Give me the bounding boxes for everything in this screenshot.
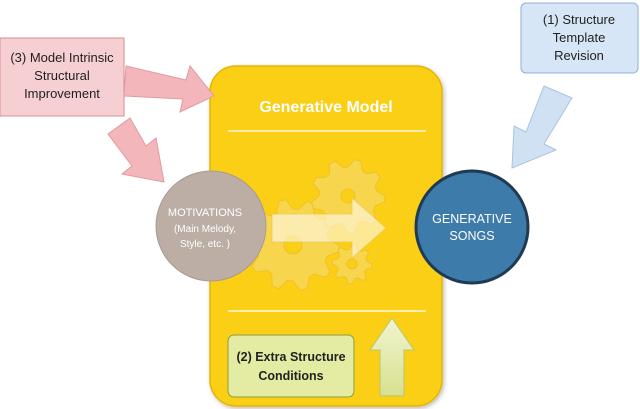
structure-template-line-2: Template <box>553 30 606 45</box>
arrow-up-icon <box>369 317 415 397</box>
model-intrinsic-line-1: (3) Model Intrinsic <box>10 50 114 65</box>
arrow-right-icon <box>271 196 387 260</box>
extra-conditions-line-1: (2) Extra Structure <box>236 350 345 364</box>
model-intrinsic-line-2: Structural <box>34 68 90 83</box>
arrow-right-icon <box>123 64 215 113</box>
generative-songs-circle <box>414 169 530 285</box>
motivations-circle <box>155 170 267 282</box>
structure-template-line-1: (1) Structure <box>543 12 615 27</box>
model-intrinsic-box <box>0 37 125 117</box>
motivations-line-1: MOTIVATIONS <box>168 207 242 219</box>
arrow-down-left-icon <box>511 85 573 169</box>
extra-conditions-line-2: Conditions <box>258 369 323 383</box>
generative-model-title: Generative Model <box>259 99 392 116</box>
generative-songs-line-2: SONGS <box>449 229 494 243</box>
generative-songs-line-1: GENERATIVE <box>432 212 512 226</box>
structure-template-box <box>520 2 639 74</box>
extra-conditions-box <box>227 334 355 398</box>
model-intrinsic-line-3: Improvement <box>24 86 100 101</box>
motivations-line-2: (Main Melody, <box>174 224 236 235</box>
arrow-down-icon <box>107 117 165 183</box>
structure-template-line-3: Revision <box>554 48 604 63</box>
motivations-line-3: Style, etc. ) <box>180 239 230 250</box>
